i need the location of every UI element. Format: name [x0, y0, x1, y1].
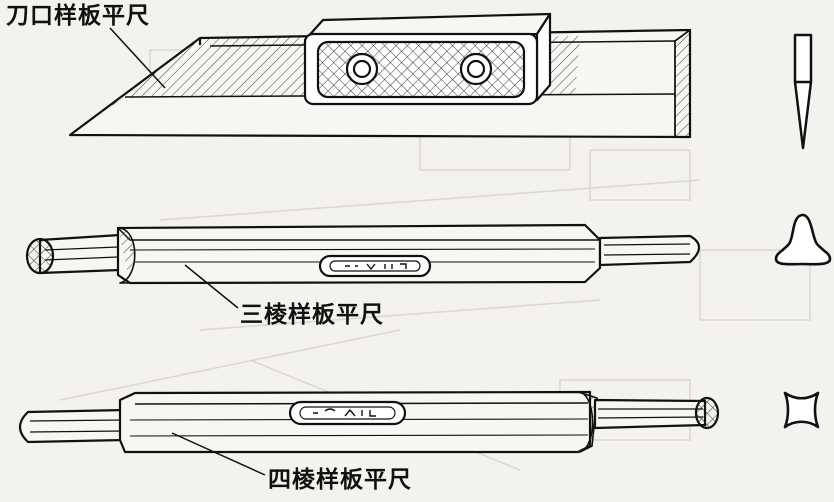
knife-edge-straightedge: [68, 12, 692, 139]
triangular-straightedge: [25, 223, 701, 309]
triangular-straightedge-label: 三棱样板平尺: [240, 301, 384, 328]
four-edge-section-icon: [783, 391, 820, 429]
four-edge-straightedge-label: 四棱样板平尺: [268, 466, 412, 493]
four-edge-straightedge: [18, 390, 720, 476]
knife-edge-straightedge-label: 刀口样板平尺: [6, 2, 150, 29]
triangular-section-icon: [774, 213, 832, 266]
knife-edge-section-icon: [793, 33, 813, 150]
